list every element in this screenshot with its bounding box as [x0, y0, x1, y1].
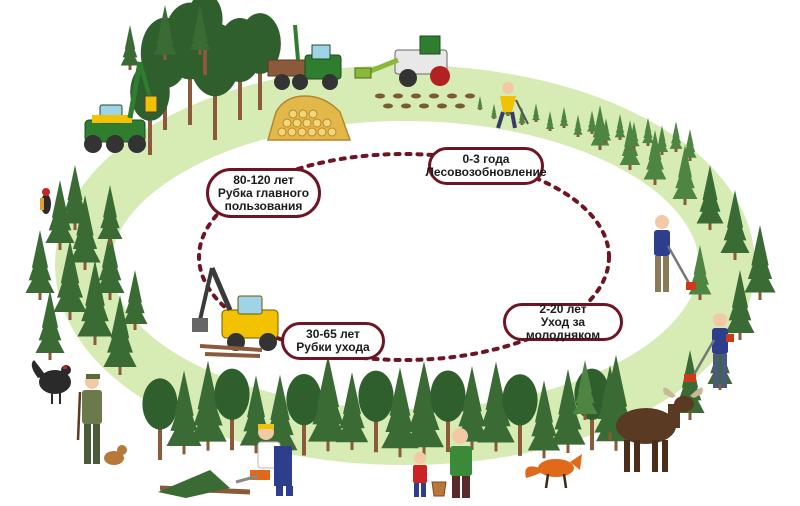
- spruce-tree-icon: [61, 165, 89, 230]
- spruce-tree-icon: [477, 361, 515, 452]
- spruce-tree-icon: [477, 96, 483, 110]
- moose-icon: [616, 387, 703, 472]
- spruce-tree-icon: [572, 360, 598, 420]
- spruce-tree-icon: [335, 372, 369, 451]
- spruce-tree-icon: [669, 121, 683, 152]
- pine-tree-icon: [502, 374, 538, 456]
- spruce-tree-icon: [655, 125, 669, 155]
- spruce-tree-icon: [614, 114, 626, 140]
- pine-tree-icon: [430, 370, 466, 453]
- capercaillie-icon: [31, 360, 71, 404]
- stage-name-line1: Рубка главного: [217, 185, 310, 200]
- pine-tree-icon: [142, 378, 178, 460]
- worker-trimmer-icon: [684, 313, 734, 388]
- forwarder-icon: [267, 24, 342, 90]
- spruce-tree-icon: [120, 25, 140, 70]
- spruce-tree-icon: [683, 129, 697, 161]
- spruce-tree-icon: [308, 355, 348, 452]
- spruce-tree-icon: [545, 111, 555, 131]
- spruce-tree-icon: [696, 165, 724, 230]
- stage-name-line2: пользования: [224, 198, 303, 213]
- spruce-tree-icon: [744, 225, 776, 300]
- worker-brushcutter-icon: [654, 215, 696, 292]
- spruce-tree-icon: [95, 230, 125, 300]
- spruce-tree-icon: [587, 110, 597, 134]
- hunter-with-dog-icon: [76, 374, 127, 465]
- pine-tree-icon: [358, 370, 394, 453]
- stage-age: 0-3 года: [462, 152, 510, 166]
- stage-label-young-care: 2-20 лет Уход за молодняком: [503, 301, 623, 342]
- stage-name: Уход за молодняком: [525, 314, 601, 342]
- thinning-harvester-icon: [192, 267, 279, 358]
- stage-name: Лесовозобновление: [425, 165, 547, 179]
- spruce-tree-icon: [720, 190, 750, 260]
- stage-age: 80-120 лет: [233, 172, 294, 187]
- stage-label-final-felling: 80-120 лет Рубка главного пользования: [206, 168, 321, 218]
- pine-tree-icon: [239, 13, 281, 110]
- spruce-tree-icon: [153, 5, 177, 60]
- spruce-tree-icon: [642, 117, 654, 146]
- planting-machine-icon: [354, 35, 450, 87]
- spruce-tree-icon: [628, 121, 640, 149]
- stage-name: Рубки ухода: [296, 340, 370, 354]
- stage-label-thinning: 30-65 лет Рубки ухода: [281, 322, 385, 360]
- spruce-tree-icon: [103, 295, 137, 375]
- fox-icon: [525, 454, 582, 489]
- spruce-tree-icon: [53, 240, 87, 320]
- log-pile-icon: [267, 95, 352, 141]
- spruce-tree-icon: [189, 360, 227, 451]
- spruce-tree-icon: [189, 5, 211, 55]
- spruce-tree-icon: [69, 195, 101, 270]
- spruce-tree-icon: [559, 106, 569, 128]
- spruce-tree-icon: [490, 103, 498, 119]
- felled-spruce-icon: [158, 470, 230, 498]
- spruce-tree-icon: [97, 185, 123, 245]
- pine-tree-icon: [286, 373, 322, 456]
- stage-age: 2-20 лет: [539, 301, 587, 316]
- spruce-tree-icon: [25, 230, 55, 300]
- family-icon: [413, 428, 472, 498]
- stage-age: 30-65 лет: [306, 327, 360, 341]
- spruce-tree-icon: [77, 260, 113, 345]
- spruce-tree-icon: [573, 114, 583, 137]
- stage-label-reforestation: 0-3 года Лесовозобновление: [425, 147, 547, 185]
- harvester-icon: [84, 61, 158, 153]
- spruce-tree-icon: [672, 145, 698, 205]
- spruce-tree-icon: [532, 103, 540, 122]
- soil-mounds: [375, 93, 475, 109]
- cycle-dotted-line: [197, 152, 611, 362]
- spruce-tree-icon: [725, 270, 755, 340]
- spruce-tree-icon: [550, 369, 586, 454]
- woodpecker-icon: [40, 188, 51, 214]
- spruce-tree-icon: [643, 130, 667, 185]
- spruce-tree-icon: [404, 360, 444, 457]
- spruce-tree-icon: [35, 290, 65, 360]
- pine-tree-icon: [214, 368, 250, 451]
- spruce-tree-icon: [122, 270, 148, 330]
- spruce-tree-icon: [600, 118, 612, 143]
- forester-planting-icon: [496, 82, 529, 129]
